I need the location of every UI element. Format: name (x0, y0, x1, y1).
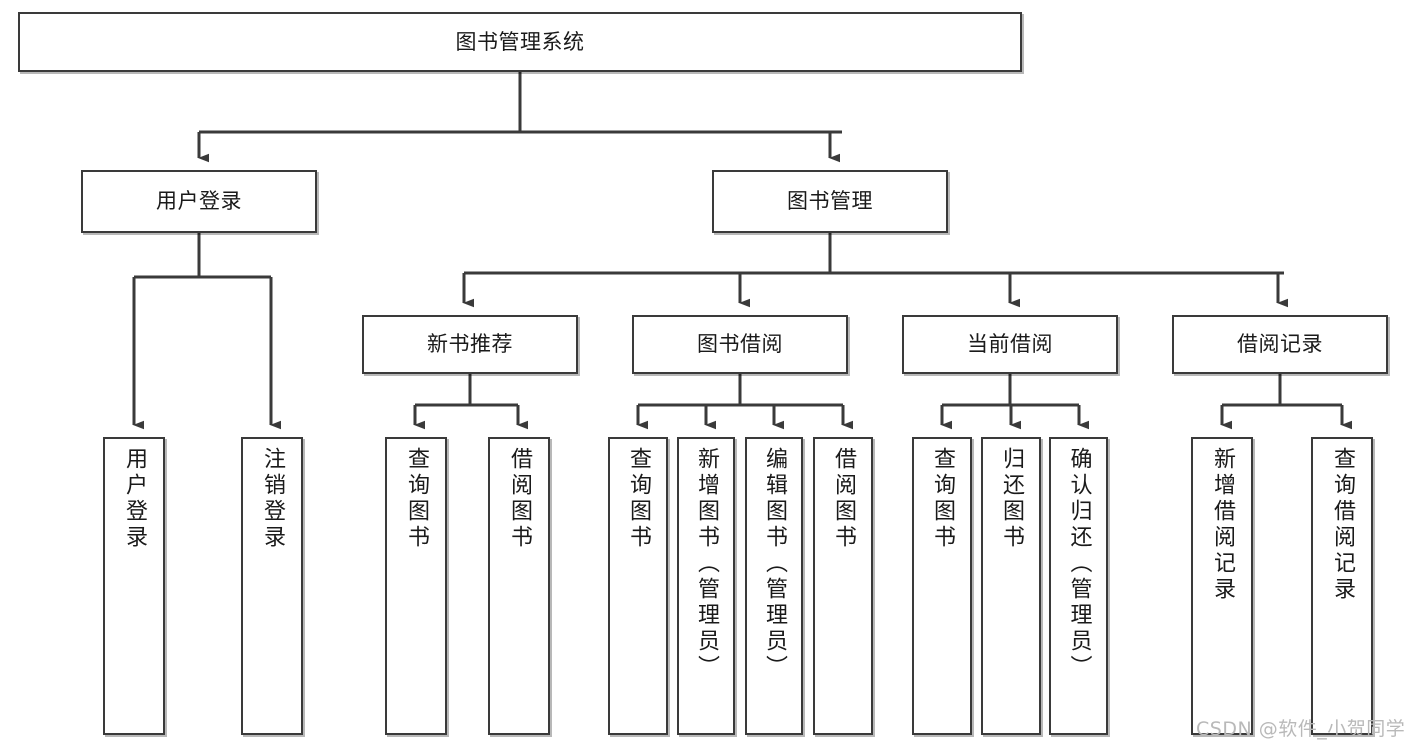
node-book-management[interactable]: 图书管理 (712, 170, 948, 233)
node-label: 当前借阅 (967, 332, 1053, 357)
node-root-book-management-system[interactable]: 图书管理系统 (18, 12, 1022, 72)
node-label: 查询图书 (404, 447, 429, 551)
leaf-add-book-admin[interactable]: 新增图书（管理员） (677, 437, 735, 735)
leaf-return-book[interactable]: 归还图书 (981, 437, 1041, 735)
leaf-borrow-book[interactable]: 借阅图书 (813, 437, 873, 735)
leaf-query-book-borrow[interactable]: 查询图书 (608, 437, 668, 735)
node-new-book-recommend[interactable]: 新书推荐 (362, 315, 578, 374)
node-label: 查询图书 (930, 447, 955, 551)
leaf-query-book-current[interactable]: 查询图书 (912, 437, 972, 735)
node-label: 确认归还（管理员） (1066, 447, 1092, 681)
node-label: 新增借阅记录 (1210, 447, 1235, 603)
leaf-edit-book-admin[interactable]: 编辑图书（管理员） (745, 437, 803, 735)
node-label: 借阅图书 (507, 447, 532, 551)
node-label: 注销登录 (260, 447, 285, 551)
leaf-borrow-book-recommend[interactable]: 借阅图书 (488, 437, 550, 735)
node-label: 图书管理系统 (455, 29, 585, 54)
csdn-watermark: CSDN @软件_小贺同学 (1196, 718, 1405, 740)
node-label: 新增图书（管理员） (694, 447, 719, 681)
leaf-confirm-return-admin[interactable]: 确认归还（管理员） (1049, 437, 1108, 735)
node-book-borrow[interactable]: 图书借阅 (632, 315, 848, 374)
node-label: 查询借阅记录 (1330, 447, 1355, 603)
node-label: 用户登录 (122, 447, 147, 551)
node-current-borrow[interactable]: 当前借阅 (902, 315, 1118, 374)
node-label: 借阅图书 (831, 447, 856, 551)
leaf-user-login[interactable]: 用户登录 (103, 437, 165, 735)
node-label: 归还图书 (999, 447, 1024, 551)
node-label: 用户登录 (156, 189, 242, 214)
leaf-logout-login[interactable]: 注销登录 (241, 437, 303, 735)
node-label: 查询图书 (626, 447, 651, 551)
node-borrow-record[interactable]: 借阅记录 (1172, 315, 1388, 374)
node-label: 新书推荐 (427, 332, 513, 357)
node-user-login[interactable]: 用户登录 (81, 170, 317, 233)
node-label: 借阅记录 (1237, 332, 1323, 357)
leaf-query-borrow-record[interactable]: 查询借阅记录 (1311, 437, 1373, 735)
node-label: 图书管理 (787, 189, 873, 214)
node-label: 编辑图书（管理员） (762, 447, 787, 681)
leaf-add-borrow-record[interactable]: 新增借阅记录 (1191, 437, 1253, 735)
node-label: 图书借阅 (697, 332, 783, 357)
leaf-query-book-recommend[interactable]: 查询图书 (385, 437, 447, 735)
